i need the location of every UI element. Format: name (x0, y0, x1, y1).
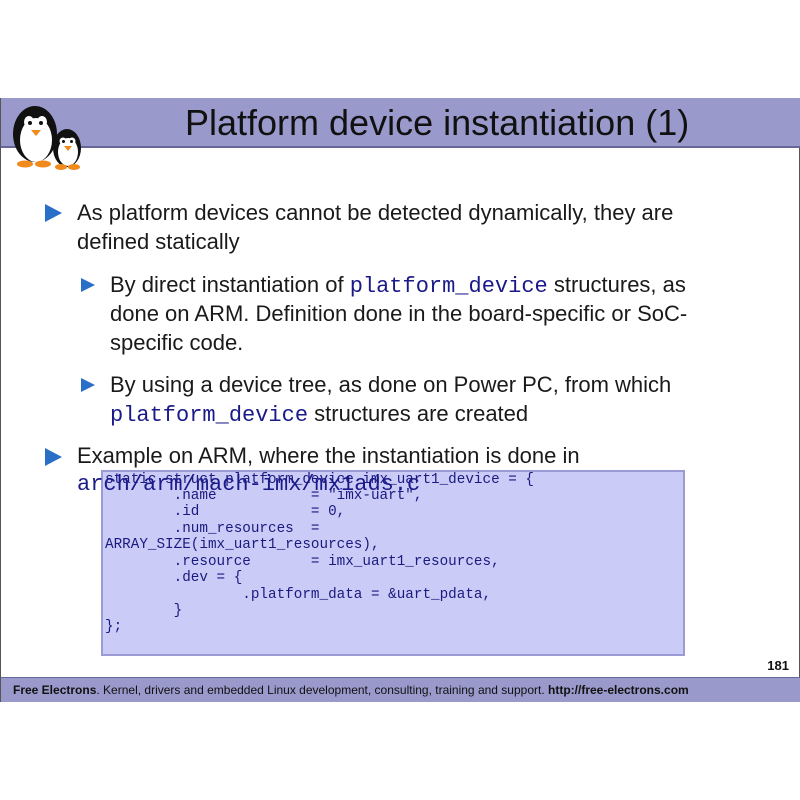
footer-text: . Kernel, drivers and embedded Linux dev… (96, 683, 548, 697)
title-bar: Platform device instantiation (1) (1, 98, 800, 148)
bullet-2-line-2: done on ARM. Definition done in the boar… (110, 301, 688, 326)
code-line: .id = 0, (105, 504, 346, 520)
bullet-1-line-1: As platform devices cannot be detected d… (77, 200, 674, 225)
code-line: .platform_data = &uart_pdata, (105, 587, 492, 603)
code-line: }; (105, 619, 123, 635)
penguin-logo-icon (13, 106, 81, 170)
bullet-3-line-1: By using a device tree, as done on Power… (110, 372, 672, 397)
code-line: .num_resources = (105, 521, 320, 537)
bullet-4-line-1: Example on ARM, where the instantiation … (77, 443, 580, 468)
code-line: .dev = { (105, 570, 243, 586)
bullet-1-line-2: defined statically (77, 229, 240, 254)
bullet-3-code: platform_device (110, 403, 309, 428)
bullet-2-text-a: By direct instantiation of (110, 272, 350, 297)
triangle-bullet-icon (81, 278, 95, 292)
page-number: 181 (767, 658, 789, 673)
footer-url[interactable]: http://free-electrons.com (548, 683, 689, 697)
footer: Free Electrons. Kernel, drivers and embe… (1, 677, 800, 702)
bullet-4-code-path: arch/arm/mach-imx/mx1ads.c (77, 472, 421, 497)
triangle-bullet-icon (45, 204, 62, 222)
bullet-3-text: structures are created (308, 401, 529, 426)
code-line: } (105, 603, 183, 619)
triangle-bullet-icon (81, 378, 95, 392)
slide: Platform device instantiation (1) As pla… (0, 98, 800, 702)
code-line: static struct platform_device imx_uart1_… (105, 472, 534, 488)
bullet-2-line-1: By direct instantiation of platform_devi… (110, 270, 686, 301)
bullet-2-code: platform_device (349, 274, 548, 299)
triangle-bullet-icon (45, 448, 62, 466)
code-line: .resource = imx_uart1_resources, (105, 554, 500, 570)
code-line: ARRAY_SIZE(imx_uart1_resources), (105, 537, 380, 553)
slide-title: Platform device instantiation (1) (185, 102, 690, 143)
code-block: static struct platform_device imx_uart1_… (101, 470, 685, 656)
bullet-3-line-2: platform_device structures are created (110, 399, 528, 430)
footer-brand: Free Electrons (13, 683, 97, 697)
bullet-2-line-3: specific code. (110, 330, 244, 355)
bullet-2-text-b: structures, as (547, 272, 686, 297)
code-line: .name = "imx-uart", (105, 488, 423, 504)
